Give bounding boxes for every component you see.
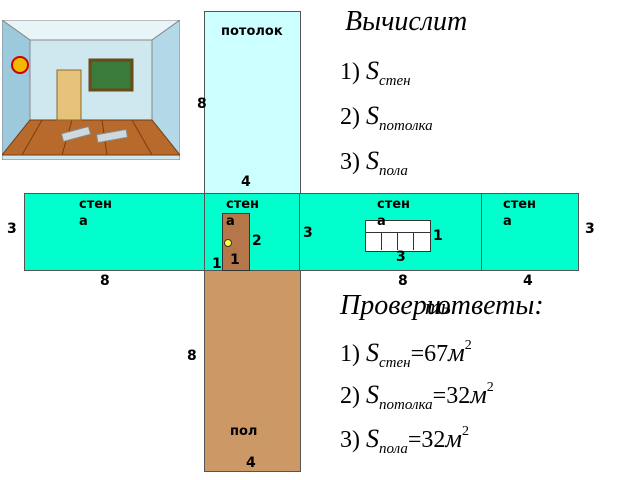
answers-heading-overlap: ть [424,294,451,319]
dim-door-width: 1 [230,252,240,268]
task-2: 2) Sпотолка [340,101,433,134]
floor-panel [204,270,301,472]
answer-1: 1) Sстен=67м2 [340,338,472,371]
dim-wall-length-mid: 8 [398,273,408,289]
wall-label-1: стена [79,197,113,229]
dim-wall-height-mid: 3 [303,225,313,241]
dim-door-offset: 1 [212,256,222,272]
wall-divider [481,193,482,271]
wall-divider [204,193,205,271]
window-frame-line [366,232,430,233]
dim-floor-width: 4 [246,455,256,471]
answer-2: 2) Sпотолка=32м2 [340,380,494,413]
ceiling-panel [204,11,301,195]
dim-ceiling-width: 4 [241,174,251,190]
walls-strip [24,193,579,271]
wall-divider [299,193,300,271]
dim-wall-length-left: 8 [100,273,110,289]
window-frame-line [413,232,414,250]
dim-door-height: 2 [252,233,262,249]
dim-wall-length-right: 4 [523,273,533,289]
wall-label-4: стена [503,197,537,229]
door-knob [224,239,232,247]
wall-label-2: стена [226,197,260,229]
window-frame-line [381,232,382,250]
ceiling-label: потолок [221,24,283,39]
task-3: 3) Sпола [340,146,408,179]
tasks-heading: Вычислит [345,6,468,37]
dim-wall-height-right: 3 [585,221,595,237]
floor-label: пол [230,424,258,439]
dim-wall-height-left: 3 [7,221,17,237]
room-illustration [2,20,180,160]
dim-window-width: 3 [396,249,406,265]
window-frame-line [397,232,398,250]
wall-label-3: стена [377,197,411,229]
answer-3: 3) Sпола=32м2 [340,424,469,457]
task-1: 1) Sстен [340,56,411,89]
dim-ceiling-height: 8 [197,96,207,112]
dim-floor-height: 8 [187,348,197,364]
answers-heading: Проверитьответы: [340,290,544,321]
window [365,220,431,252]
dim-window-height: 1 [433,228,443,244]
